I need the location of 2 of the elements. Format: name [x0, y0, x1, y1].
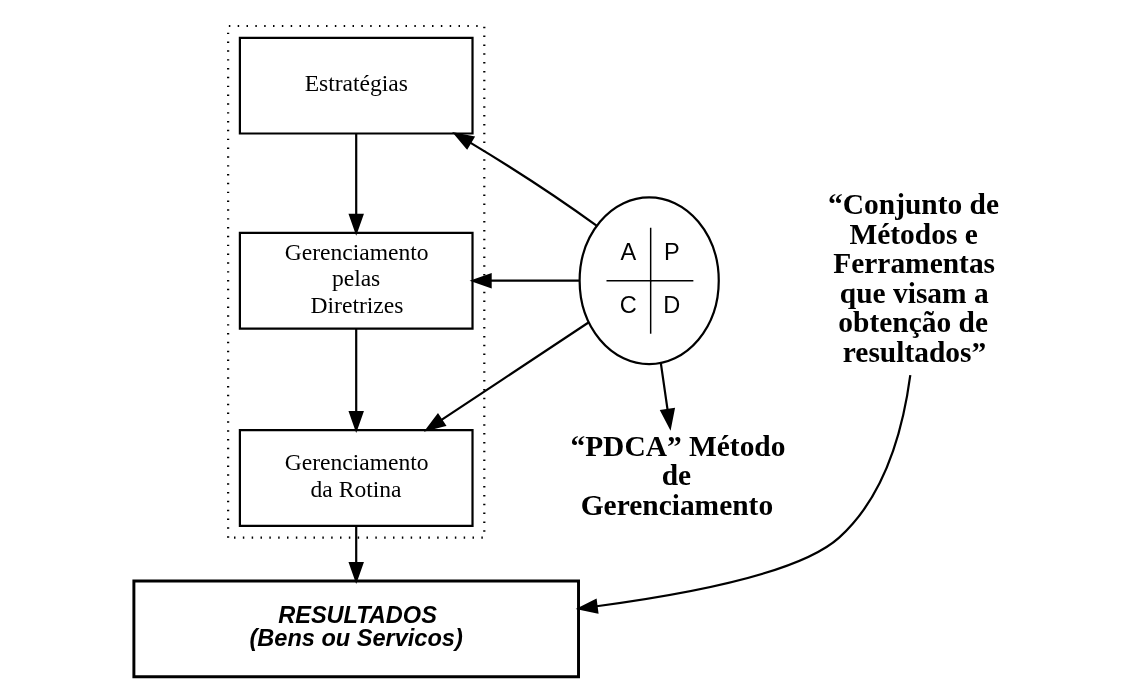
node-text: “PDCA” Método de Gerenciamento — [569, 429, 785, 521]
node-text: “Conjunto de Métodos e Ferramentas que visam a obtenção de resultados” — [827, 188, 999, 368]
